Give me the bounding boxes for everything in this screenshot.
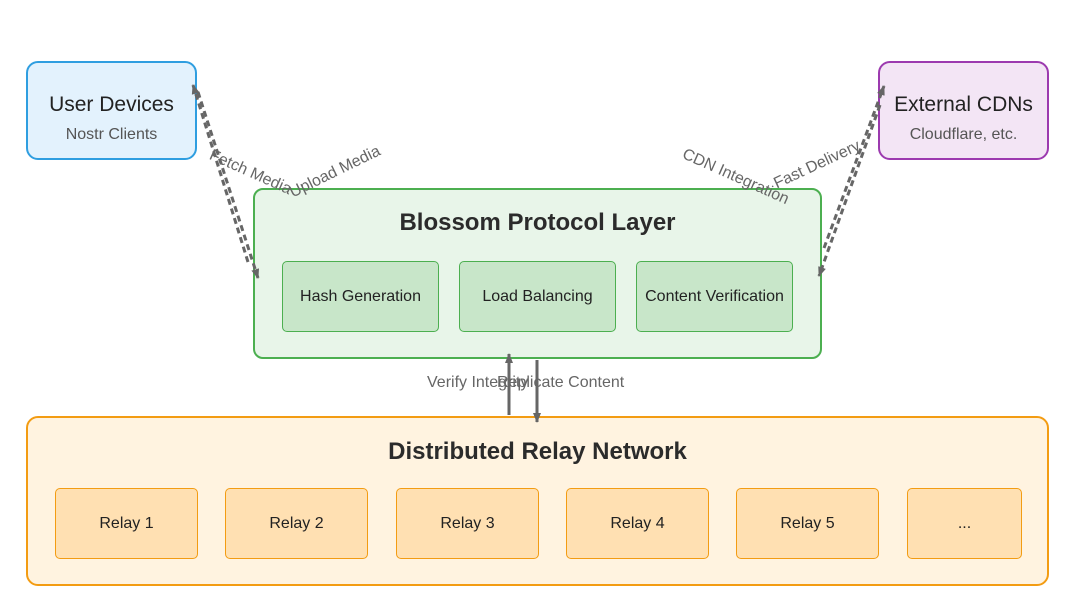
user-devices-subtitle: Nostr Clients [65, 126, 158, 143]
user-devices-title: User Devices [49, 93, 174, 116]
hash-generation-module: Hash Generation [282, 261, 439, 332]
relay-item: Relay 5 [736, 488, 879, 559]
replicate-content-label: Replicate Content [497, 374, 625, 391]
content-verification-module: Content Verification [636, 261, 793, 332]
external-cdns-title: External CDNs [894, 93, 1033, 116]
cdn-integration-arrow [822, 85, 886, 249]
fetch-media-arrow [196, 91, 260, 279]
relay-network-title: Distributed Relay Network [388, 438, 687, 465]
blossom-layer-title: Blossom Protocol Layer [399, 209, 676, 236]
relay-item: Relay 1 [55, 488, 198, 559]
user-devices-node: User Devices Nostr Clients [26, 61, 197, 160]
fast-delivery-arrow [817, 104, 882, 277]
relay-item: ... [907, 488, 1022, 559]
external-cdns-node: External CDNs Cloudflare, etc. [878, 61, 1049, 160]
blossom-protocol-layer: Blossom Protocol Layer Hash Generation L… [253, 188, 822, 359]
external-cdns-subtitle: Cloudflare, etc. [909, 126, 1018, 143]
relay-item: Relay 4 [566, 488, 709, 559]
relay-item: Relay 3 [396, 488, 539, 559]
upload-media-arrow [191, 84, 250, 263]
load-balancing-module: Load Balancing [459, 261, 616, 332]
verify-integrity-label: Verify Integrity [427, 374, 529, 391]
relay-item: Relay 2 [225, 488, 368, 559]
distributed-relay-network: Distributed Relay Network Relay 1 Relay … [26, 416, 1049, 586]
